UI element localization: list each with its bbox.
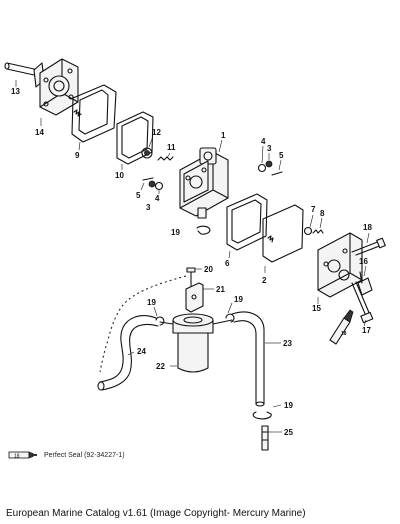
callout-23: 23 xyxy=(283,339,292,348)
callout-8: 8 xyxy=(320,209,325,218)
part-21-bracket xyxy=(185,282,214,313)
part-22-fuel-filter xyxy=(159,313,233,373)
svg-text:18: 18 xyxy=(341,331,347,337)
callout-3-left: 3 xyxy=(146,203,151,212)
part-19-clamp-left xyxy=(153,306,165,326)
callout-19-right: 19 xyxy=(234,295,243,304)
callout-13: 13 xyxy=(11,87,20,96)
footer-caption: European Marine Catalog v1.61 (Image Cop… xyxy=(6,508,306,519)
callout-2: 2 xyxy=(262,276,267,285)
part-25-fitting xyxy=(261,425,282,451)
callout-22: 22 xyxy=(156,362,165,371)
callout-6: 6 xyxy=(225,259,230,268)
callout-20: 20 xyxy=(204,265,213,274)
part-19-clamp-top xyxy=(196,225,211,235)
part-8-spring xyxy=(312,217,324,234)
part-11-spring xyxy=(157,152,174,161)
sealant-tube-icon: 18 xyxy=(8,451,37,459)
callout-19-bottom: 19 xyxy=(284,401,293,410)
part-6-gasket xyxy=(226,193,268,259)
callout-1: 1 xyxy=(221,131,226,140)
callout-9: 9 xyxy=(75,151,80,160)
callout-15: 15 xyxy=(312,304,321,313)
callout-10: 10 xyxy=(115,171,124,180)
callout-7: 7 xyxy=(311,205,316,214)
part-24-hose xyxy=(97,315,159,391)
part-2-diaphragm xyxy=(262,204,304,273)
callout-19-top: 19 xyxy=(171,228,180,237)
sealant-tube-icon-17: 18 xyxy=(329,309,354,345)
callout-19-left: 19 xyxy=(147,298,156,307)
part-5-screw-right xyxy=(271,159,283,176)
callout-17: 17 xyxy=(362,326,371,335)
part-15-pump-cover xyxy=(317,232,363,304)
part-3-gasket-left xyxy=(148,180,156,188)
part-3-gasket-right xyxy=(265,153,273,168)
callout-24: 24 xyxy=(137,347,146,356)
callout-labels: 13 14 9 10 12 11 1 4 3 5 5 3 4 19 6 7 8 … xyxy=(11,87,372,437)
part-19-clamp-right xyxy=(225,302,235,323)
routing-dotted-line xyxy=(99,275,187,373)
part-4-washer-left xyxy=(154,181,164,194)
part-14-adapter-housing xyxy=(39,58,79,126)
callout-25: 25 xyxy=(284,428,293,437)
part-18-screw xyxy=(351,232,386,256)
callout-12: 12 xyxy=(152,128,161,137)
part-23-hose xyxy=(231,311,281,407)
part-17-screw xyxy=(351,281,374,327)
part-10-diaphragm xyxy=(116,111,154,170)
parts-diagram: 18 xyxy=(4,58,386,451)
part-9-gasket xyxy=(71,84,117,151)
callout-16: 16 xyxy=(359,257,368,266)
callout-14: 14 xyxy=(35,128,44,137)
part-16-fitting xyxy=(357,265,373,296)
legend-text: Perfect Seal (92-34227-1) xyxy=(44,451,125,459)
part-1-fuel-pump-body xyxy=(179,139,229,219)
callout-5-right: 5 xyxy=(279,151,284,160)
part-5-screw-left xyxy=(140,177,154,191)
callout-4-right: 4 xyxy=(261,137,266,146)
callout-21: 21 xyxy=(216,285,225,294)
legend: 18 Perfect Seal (92-34227-1) xyxy=(8,448,125,462)
part-12-check-valve xyxy=(141,138,153,159)
part-4-washer-right xyxy=(257,145,267,173)
part-7-check-valve xyxy=(303,214,314,236)
callout-4-left: 4 xyxy=(155,194,160,203)
callout-18: 18 xyxy=(363,223,372,232)
legend-badge: 18 xyxy=(14,453,20,459)
callout-5-left: 5 xyxy=(136,191,141,200)
part-19-clamp-bottom xyxy=(252,404,282,420)
callout-11: 11 xyxy=(167,143,176,152)
callout-3-right: 3 xyxy=(267,144,272,153)
